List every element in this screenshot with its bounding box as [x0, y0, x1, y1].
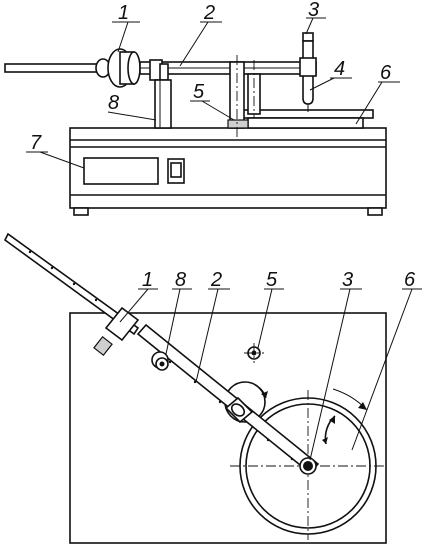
label-2: 2	[203, 2, 215, 24]
label-8: 8	[108, 92, 119, 114]
label-5: 5	[193, 81, 205, 103]
label-2: 2	[210, 269, 222, 291]
pin-5	[244, 343, 264, 363]
plan-leaders	[119, 288, 422, 461]
lever-arm	[139, 59, 317, 81]
probe	[299, 32, 317, 112]
long-rod	[3, 232, 140, 336]
angle-indicator	[322, 415, 336, 445]
label-6: 6	[404, 269, 416, 291]
label-6: 6	[380, 62, 392, 84]
plan-arm	[136, 323, 320, 475]
left-rod	[4, 63, 98, 73]
plan-post	[151, 351, 169, 371]
clamp	[95, 48, 141, 88]
front-view: 1 2 3 4 5 6 7 8	[4, 0, 400, 216]
label-4: 4	[334, 58, 345, 80]
plan-view: 1 8 2 5 3 6	[3, 232, 422, 544]
label-1: 1	[118, 2, 129, 24]
slider-block	[224, 396, 254, 424]
probe-center	[299, 457, 317, 475]
display-panel	[83, 157, 159, 185]
plan-clamp	[93, 306, 140, 357]
support-post	[154, 79, 172, 129]
label-3: 3	[308, 0, 319, 21]
drive-column	[227, 55, 261, 140]
power-switch	[167, 158, 185, 184]
front-leaders	[26, 17, 400, 169]
label-1: 1	[142, 269, 153, 291]
label-5: 5	[266, 269, 278, 291]
label-3: 3	[342, 269, 353, 291]
label-8: 8	[175, 269, 186, 291]
label-7: 7	[30, 132, 42, 154]
